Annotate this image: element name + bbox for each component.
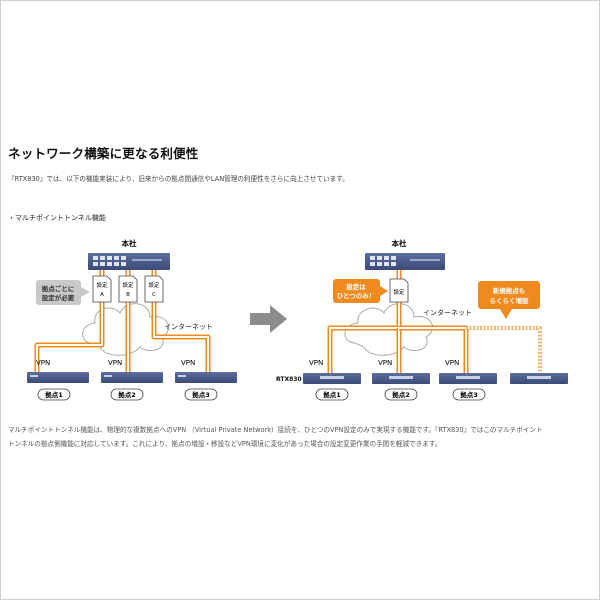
network-diagram: 本社 拠点ごとに: [27, 238, 568, 401]
svg-text:拠点ごとに: 拠点ごとに: [42, 284, 75, 293]
site-router: [27, 372, 89, 383]
site-badge: 拠点2: [110, 388, 144, 401]
svg-text:拠点3: 拠点3: [460, 390, 478, 399]
svg-text:A: A: [100, 292, 104, 298]
svg-text:拠点3: 拠点3: [192, 390, 210, 399]
config-needed-callout: 拠点ごとに 設定が必要: [36, 280, 90, 305]
description-line: トンネルの拠点側機能に対応しています。これにより、拠点の増設・移設などVPN環境…: [8, 440, 442, 448]
vpn-label: VPN: [181, 359, 195, 367]
config-document-c: 設定 C: [144, 275, 164, 303]
svg-text:拠点2: 拠点2: [392, 390, 410, 399]
svg-text:拠点1: 拠点1: [45, 390, 63, 399]
before-diagram: 本社 拠点ごとに: [27, 238, 237, 401]
vpn-label: VPN: [36, 359, 50, 367]
page-title: ネットワーク構築に更なる利便性: [8, 146, 199, 161]
internet-label: インターネット: [164, 322, 213, 331]
site-router: [101, 372, 163, 383]
internet-label: インターネット: [423, 308, 472, 317]
site-badge: 拠点2: [384, 388, 418, 401]
rtx830-router: [439, 373, 497, 384]
single-config-callout: 設定は ひとつのみ！: [333, 279, 388, 303]
vpn-label: VPN: [378, 359, 392, 367]
svg-text:拠点2: 拠点2: [118, 390, 136, 399]
svg-text:設定: 設定: [393, 288, 405, 296]
vpn-label: VPN: [445, 359, 459, 367]
site-badge: 拠点1: [315, 388, 349, 401]
svg-text:拠点1: 拠点1: [323, 390, 341, 399]
after-diagram: 本社 設定は: [276, 238, 568, 401]
device-model-label: RTX830: [276, 376, 302, 383]
description-line: マルチポイントトンネル機能は、物理的な複数拠点へのVPN （Virtual Pr…: [8, 426, 543, 434]
svg-text:C: C: [152, 292, 156, 298]
feature-description: マルチポイントトンネル機能は、物理的な複数拠点へのVPN （Virtual Pr…: [8, 423, 598, 451]
rtx830-router: [372, 373, 430, 384]
site-badge: 拠点3: [452, 388, 486, 401]
site-router: [175, 372, 237, 383]
svg-text:設定: 設定: [122, 281, 134, 289]
svg-text:新規拠点も: 新規拠点も: [493, 286, 526, 295]
hq-router: [365, 253, 445, 270]
svg-text:らくらく増設: らくらく増設: [490, 296, 530, 305]
site-badge: 拠点1: [37, 388, 71, 401]
svg-text:設定が必要: 設定が必要: [42, 293, 75, 302]
svg-text:ひとつのみ！: ひとつのみ！: [337, 292, 376, 300]
config-document-a: 設定 A: [92, 275, 112, 303]
hq-label: 本社: [391, 238, 407, 248]
svg-text:設定は: 設定は: [346, 282, 366, 291]
svg-text:設定: 設定: [96, 281, 108, 289]
vpn-label: VPN: [108, 359, 122, 367]
svg-text:設定: 設定: [148, 281, 160, 289]
svg-text:B: B: [126, 292, 130, 298]
hq-label: 本社: [121, 238, 137, 248]
config-document: 設定: [389, 278, 409, 303]
new-site-callout: 新規拠点も らくらく増設: [478, 281, 540, 319]
site-badge: 拠点3: [184, 388, 218, 401]
rtx830-router: [303, 373, 361, 384]
intro-text: 『RTX830』では、以下の機能実装により、旧来からの拠点間通信やLAN管理の利…: [8, 175, 349, 183]
new-site-router: [510, 373, 568, 384]
config-document-b: 設定 B: [118, 275, 138, 303]
feature-heading: ・マルチポイントトンネル機能: [8, 214, 106, 222]
vpn-label: VPN: [309, 359, 323, 367]
hq-router: [88, 253, 170, 270]
transition-arrow-icon: [250, 305, 287, 333]
